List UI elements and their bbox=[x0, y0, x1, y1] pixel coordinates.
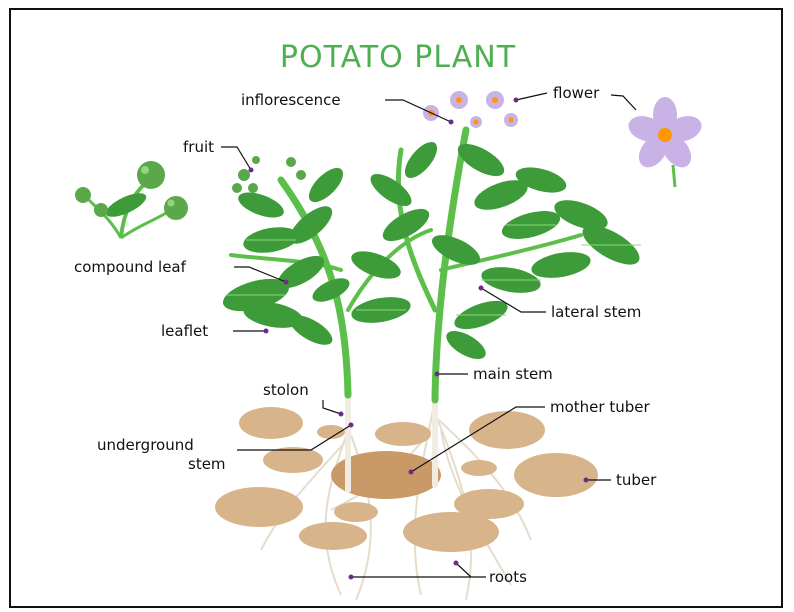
label-roots: roots bbox=[489, 568, 527, 586]
label-fruit: fruit bbox=[183, 138, 214, 156]
label-flower: flower bbox=[553, 84, 600, 102]
tuber bbox=[334, 502, 378, 522]
diagram-frame: inflorescence flower fruit compound leaf… bbox=[9, 8, 783, 608]
label-main-stem: main stem bbox=[473, 365, 553, 383]
label-tuber: tuber bbox=[616, 471, 657, 489]
flower-illustration bbox=[625, 97, 705, 187]
potato-plant-diagram: inflorescence flower fruit compound leaf… bbox=[11, 10, 783, 608]
tuber bbox=[469, 411, 545, 449]
fruit-illustration bbox=[75, 161, 188, 238]
label-compound-leaf: compound leaf bbox=[74, 258, 187, 276]
tuber bbox=[263, 447, 323, 473]
foliage bbox=[220, 137, 646, 365]
tuber bbox=[461, 460, 497, 476]
label-inflorescence: inflorescence bbox=[241, 91, 341, 109]
plant-fruits bbox=[232, 156, 306, 193]
label-mother-tuber: mother tuber bbox=[550, 398, 650, 416]
tuber bbox=[215, 487, 303, 527]
label-underground-line2: stem bbox=[188, 455, 226, 473]
label-stolon: stolon bbox=[263, 381, 309, 399]
tuber bbox=[403, 512, 499, 552]
tuber bbox=[239, 407, 303, 439]
tuber bbox=[375, 422, 431, 446]
label-lateral-stem: lateral stem bbox=[551, 303, 641, 321]
label-leaflet: leaflet bbox=[161, 322, 208, 340]
tuber bbox=[299, 522, 367, 550]
diagram-title: POTATO PLANT bbox=[11, 40, 783, 75]
inflorescence-flowers bbox=[423, 91, 518, 128]
label-underground-line1: underground bbox=[97, 436, 194, 454]
tuber bbox=[514, 453, 598, 497]
